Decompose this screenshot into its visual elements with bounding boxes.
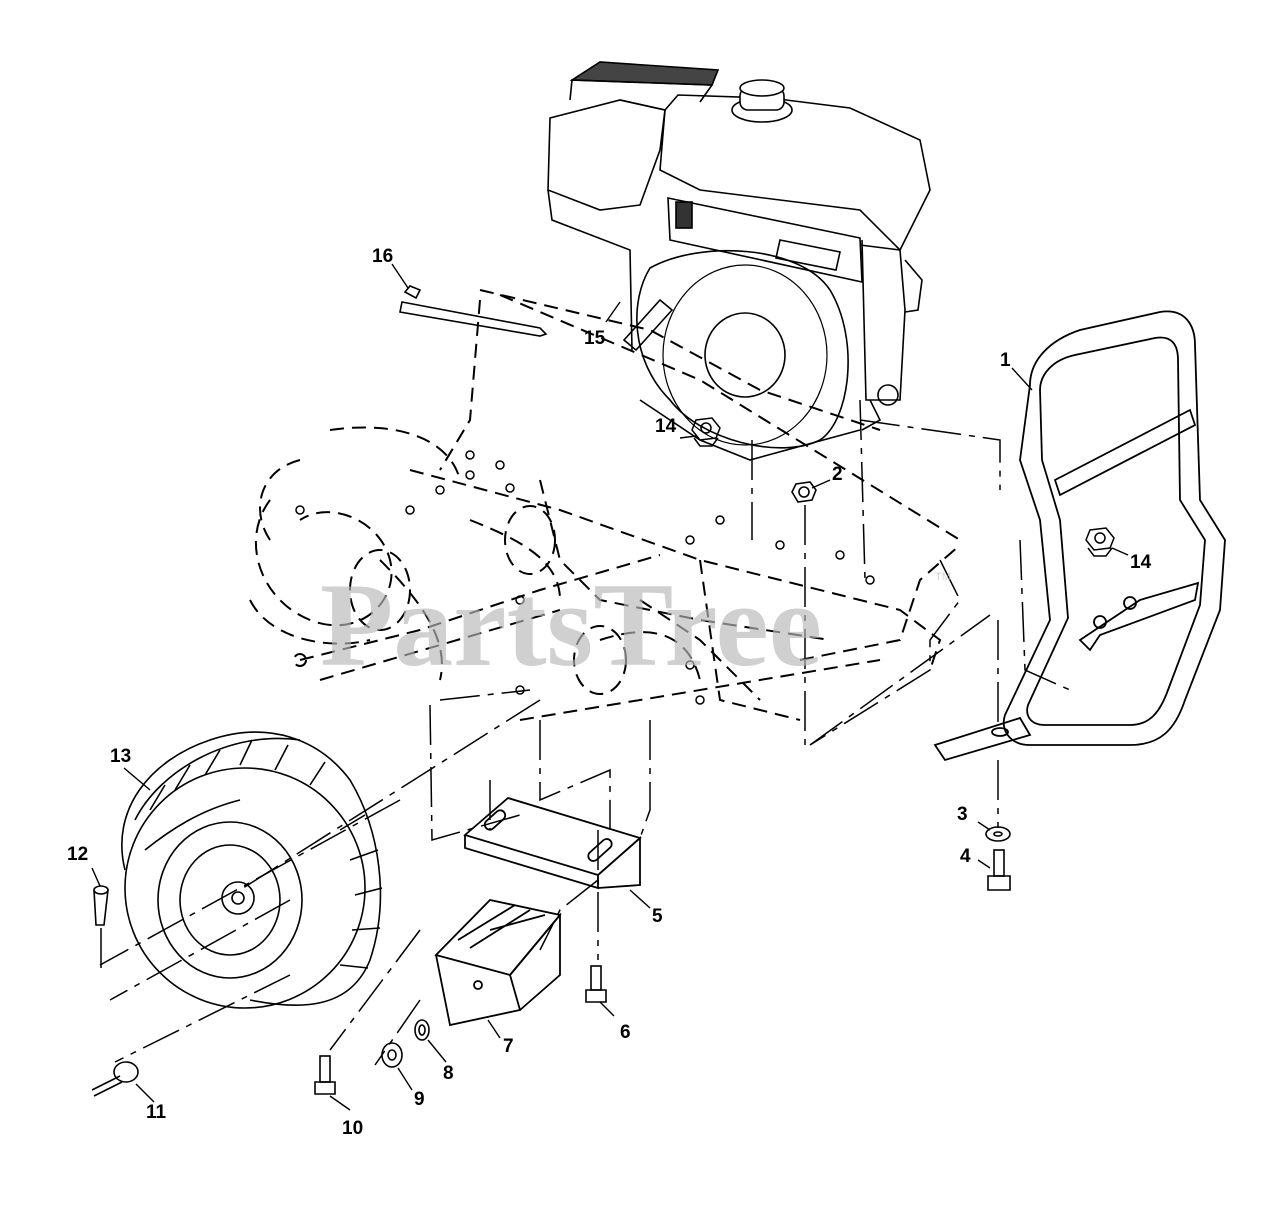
lock-washer-8 — [414, 1019, 430, 1041]
callout-10: 10 — [342, 1118, 363, 1139]
callout-6: 6 — [620, 1022, 631, 1043]
bolt-4 — [987, 849, 1011, 891]
wheel-tire — [121, 731, 383, 1009]
callout-2: 2 — [832, 464, 843, 485]
tine-frame-assembly — [249, 289, 961, 721]
watermark: PartsTree TM — [320, 558, 951, 691]
nut-9 — [381, 1042, 403, 1068]
front-bumper — [933, 310, 1226, 762]
bolt-10 — [314, 1055, 336, 1095]
callout-11: 11 — [146, 1102, 167, 1123]
callout-8: 8 — [443, 1063, 454, 1084]
callout-leaders — [91, 263, 1129, 1111]
callout-3: 3 — [957, 804, 968, 825]
weight-block — [434, 899, 562, 1027]
callout-16: 16 — [372, 246, 393, 267]
callout-14-right: 14 — [1130, 552, 1152, 573]
callout-12: 12 — [67, 844, 88, 865]
callout-5: 5 — [652, 906, 663, 927]
rod-16 — [399, 285, 548, 337]
phantom-lines — [99, 399, 1071, 1066]
bracket-plate — [463, 796, 642, 890]
callout-1: 1 — [1000, 350, 1011, 371]
bolt-6 — [585, 965, 607, 1003]
callout-7: 7 — [503, 1036, 514, 1057]
hex-nut-2 — [791, 481, 817, 503]
clevis-pin-12 — [93, 885, 109, 926]
pin-11 — [91, 1061, 139, 1097]
lock-nut-14-right — [1085, 527, 1115, 557]
callout-13: 13 — [110, 746, 131, 767]
callout-labels: 1 2 3 4 5 6 7 8 9 10 11 12 13 14 14 15 1… — [67, 246, 1152, 1139]
frame-holes — [295, 450, 875, 705]
watermark-text: PartsTree — [320, 558, 822, 691]
engine — [547, 61, 931, 461]
callout-14-upper: 14 — [655, 416, 677, 437]
callout-15: 15 — [584, 328, 606, 349]
lock-nut-14-upper — [691, 417, 721, 447]
watermark-trademark: TM — [935, 571, 951, 583]
callout-9: 9 — [414, 1089, 425, 1110]
callout-4: 4 — [960, 846, 971, 867]
